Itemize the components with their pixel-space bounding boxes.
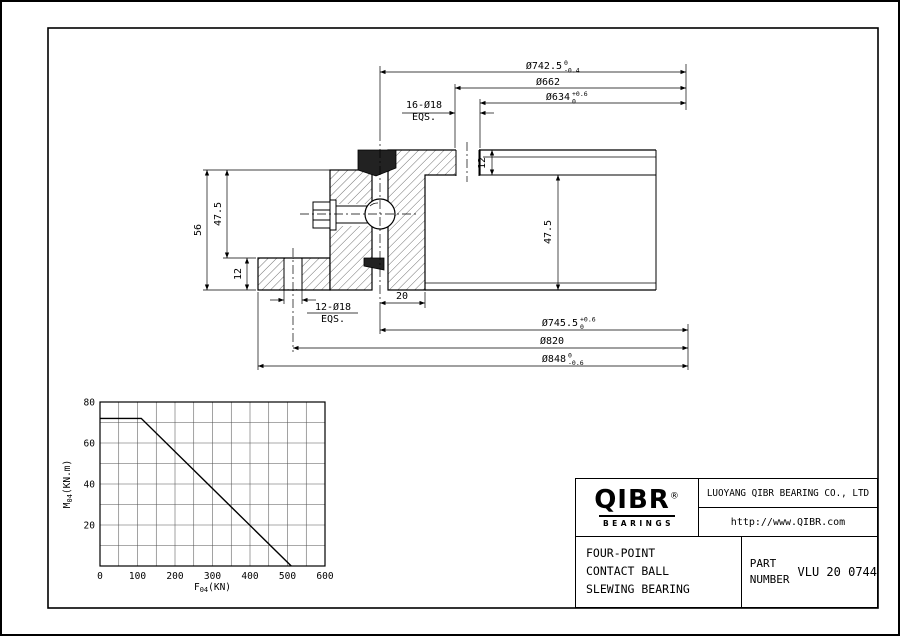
- dim-d848: Ø848 0 -0.6: [542, 352, 584, 368]
- extension-lines: [203, 64, 689, 370]
- dimension-lines: [204, 69, 688, 369]
- logo-text: QIBR: [594, 485, 670, 515]
- dim-bottom-holes: 12-Ø18: [315, 301, 351, 313]
- upper-seal: [357, 149, 397, 177]
- mounting-bolt: [312, 199, 373, 231]
- centerlines: [292, 132, 468, 352]
- dim-d820: Ø820: [540, 335, 564, 347]
- dim-height-56: 56: [193, 224, 204, 236]
- ball-highlight: [369, 202, 379, 207]
- dim-label: Ø634: [546, 91, 570, 103]
- part-label-line: NUMBER: [749, 573, 790, 586]
- logo-wordmark: QIBR®: [594, 487, 680, 513]
- bearing-cross-section: [257, 132, 657, 352]
- registered-trademark-symbol: ®: [669, 491, 680, 502]
- chart-plot-border: [99, 401, 326, 567]
- dim-d634: Ø634 +0.6 0: [546, 90, 588, 106]
- dim-tolerance: +0.6: [572, 90, 588, 98]
- chart-x-tick-label: 100: [129, 571, 146, 582]
- chart-y-tick-label: 80: [84, 398, 96, 409]
- chart-y-tick-label: 60: [84, 439, 96, 450]
- dim-tolerance: 0: [580, 323, 584, 331]
- chart-x-tick-label: 500: [279, 571, 296, 582]
- chart-x-axis-label: F04(KN): [194, 582, 231, 594]
- dim-d7455: Ø745.5 +0.6 0: [542, 316, 596, 332]
- dimensions: Ø742.5 0 -0.4 Ø662 Ø634 +0.6 0 16-Ø18 EQ…: [193, 59, 689, 370]
- outer-ring-side-view: [425, 149, 657, 291]
- dim-bottom-holes-eqs: EQS.: [321, 314, 345, 325]
- dim-tolerance: 0: [568, 352, 572, 360]
- title-block: QIBR® BEARINGS LUOYANG QIBR BEARING CO.,…: [575, 478, 878, 608]
- dim-tolerance: -0.6: [568, 359, 584, 367]
- dim-height-47-5-left: 47.5: [213, 202, 224, 226]
- chart-x-tick-label: 300: [204, 571, 221, 582]
- part-label-line: PART: [749, 556, 777, 570]
- dim-d662: Ø662: [536, 76, 560, 88]
- chart-x-tick-label: 600: [316, 571, 333, 582]
- chart-x-tick-label: 200: [166, 571, 183, 582]
- dim-offset-20: 20: [396, 291, 408, 302]
- logo-subtitle: BEARINGS: [598, 515, 676, 528]
- dim-tolerance: 0: [572, 98, 576, 106]
- dim-label: Ø742.5: [526, 60, 562, 72]
- chart-y-axis-label: M04(KN.m): [62, 460, 74, 509]
- part-number-label: PART NUMBER: [742, 556, 790, 589]
- inner-ring-section: [329, 169, 373, 291]
- dim-tolerance: 0: [564, 59, 568, 67]
- part-number-value: VLU 20 0744: [797, 565, 877, 579]
- dim-label: Ø848: [542, 353, 566, 365]
- company-info: LUOYANG QIBR BEARING CO., LTD http://www…: [699, 479, 877, 536]
- chart-series-static-load-limit: [100, 417, 292, 567]
- dim-d742: Ø742.5 0 -0.4: [526, 59, 580, 75]
- lower-seal: [363, 257, 385, 271]
- dim-tolerance: -0.4: [564, 67, 580, 75]
- product-line: SLEWING BEARING: [586, 581, 690, 596]
- qibr-logo: QIBR® BEARINGS: [576, 479, 699, 536]
- dim-tolerance: +0.6: [580, 316, 596, 324]
- product-name: FOUR-POINT CONTACT BALL SLEWING BEARING: [576, 537, 742, 607]
- dim-top-holes: 16-Ø18: [406, 99, 442, 111]
- dim-top-holes-eqs: EQS.: [412, 112, 436, 123]
- company-name: LUOYANG QIBR BEARING CO., LTD: [699, 479, 877, 508]
- chart-y-tick-label: 20: [84, 521, 96, 532]
- chart-x-tick-label: 0: [97, 571, 103, 582]
- part-number-cell: PART NUMBER VLU 20 0744: [742, 537, 877, 607]
- dim-label: Ø745.5: [542, 317, 578, 329]
- dim-height-47-5-right: 47.5: [543, 220, 554, 244]
- product-line: CONTACT BALL: [586, 563, 670, 578]
- chart-x-tick-label: 400: [241, 571, 258, 582]
- dimension-texts: Ø742.5 0 -0.4 Ø662 Ø634 +0.6 0 16-Ø18 EQ…: [193, 59, 596, 367]
- chart-y-tick-label: 40: [84, 480, 96, 491]
- dim-height-12-left: 12: [233, 268, 244, 280]
- product-line: FOUR-POINT: [586, 546, 656, 560]
- title-block-header: QIBR® BEARINGS LUOYANG QIBR BEARING CO.,…: [576, 479, 877, 537]
- dim-height-12-right: 12: [477, 157, 488, 169]
- title-block-body: FOUR-POINT CONTACT BALL SLEWING BEARING …: [576, 537, 877, 607]
- company-website: http://www.QIBR.com: [730, 516, 846, 528]
